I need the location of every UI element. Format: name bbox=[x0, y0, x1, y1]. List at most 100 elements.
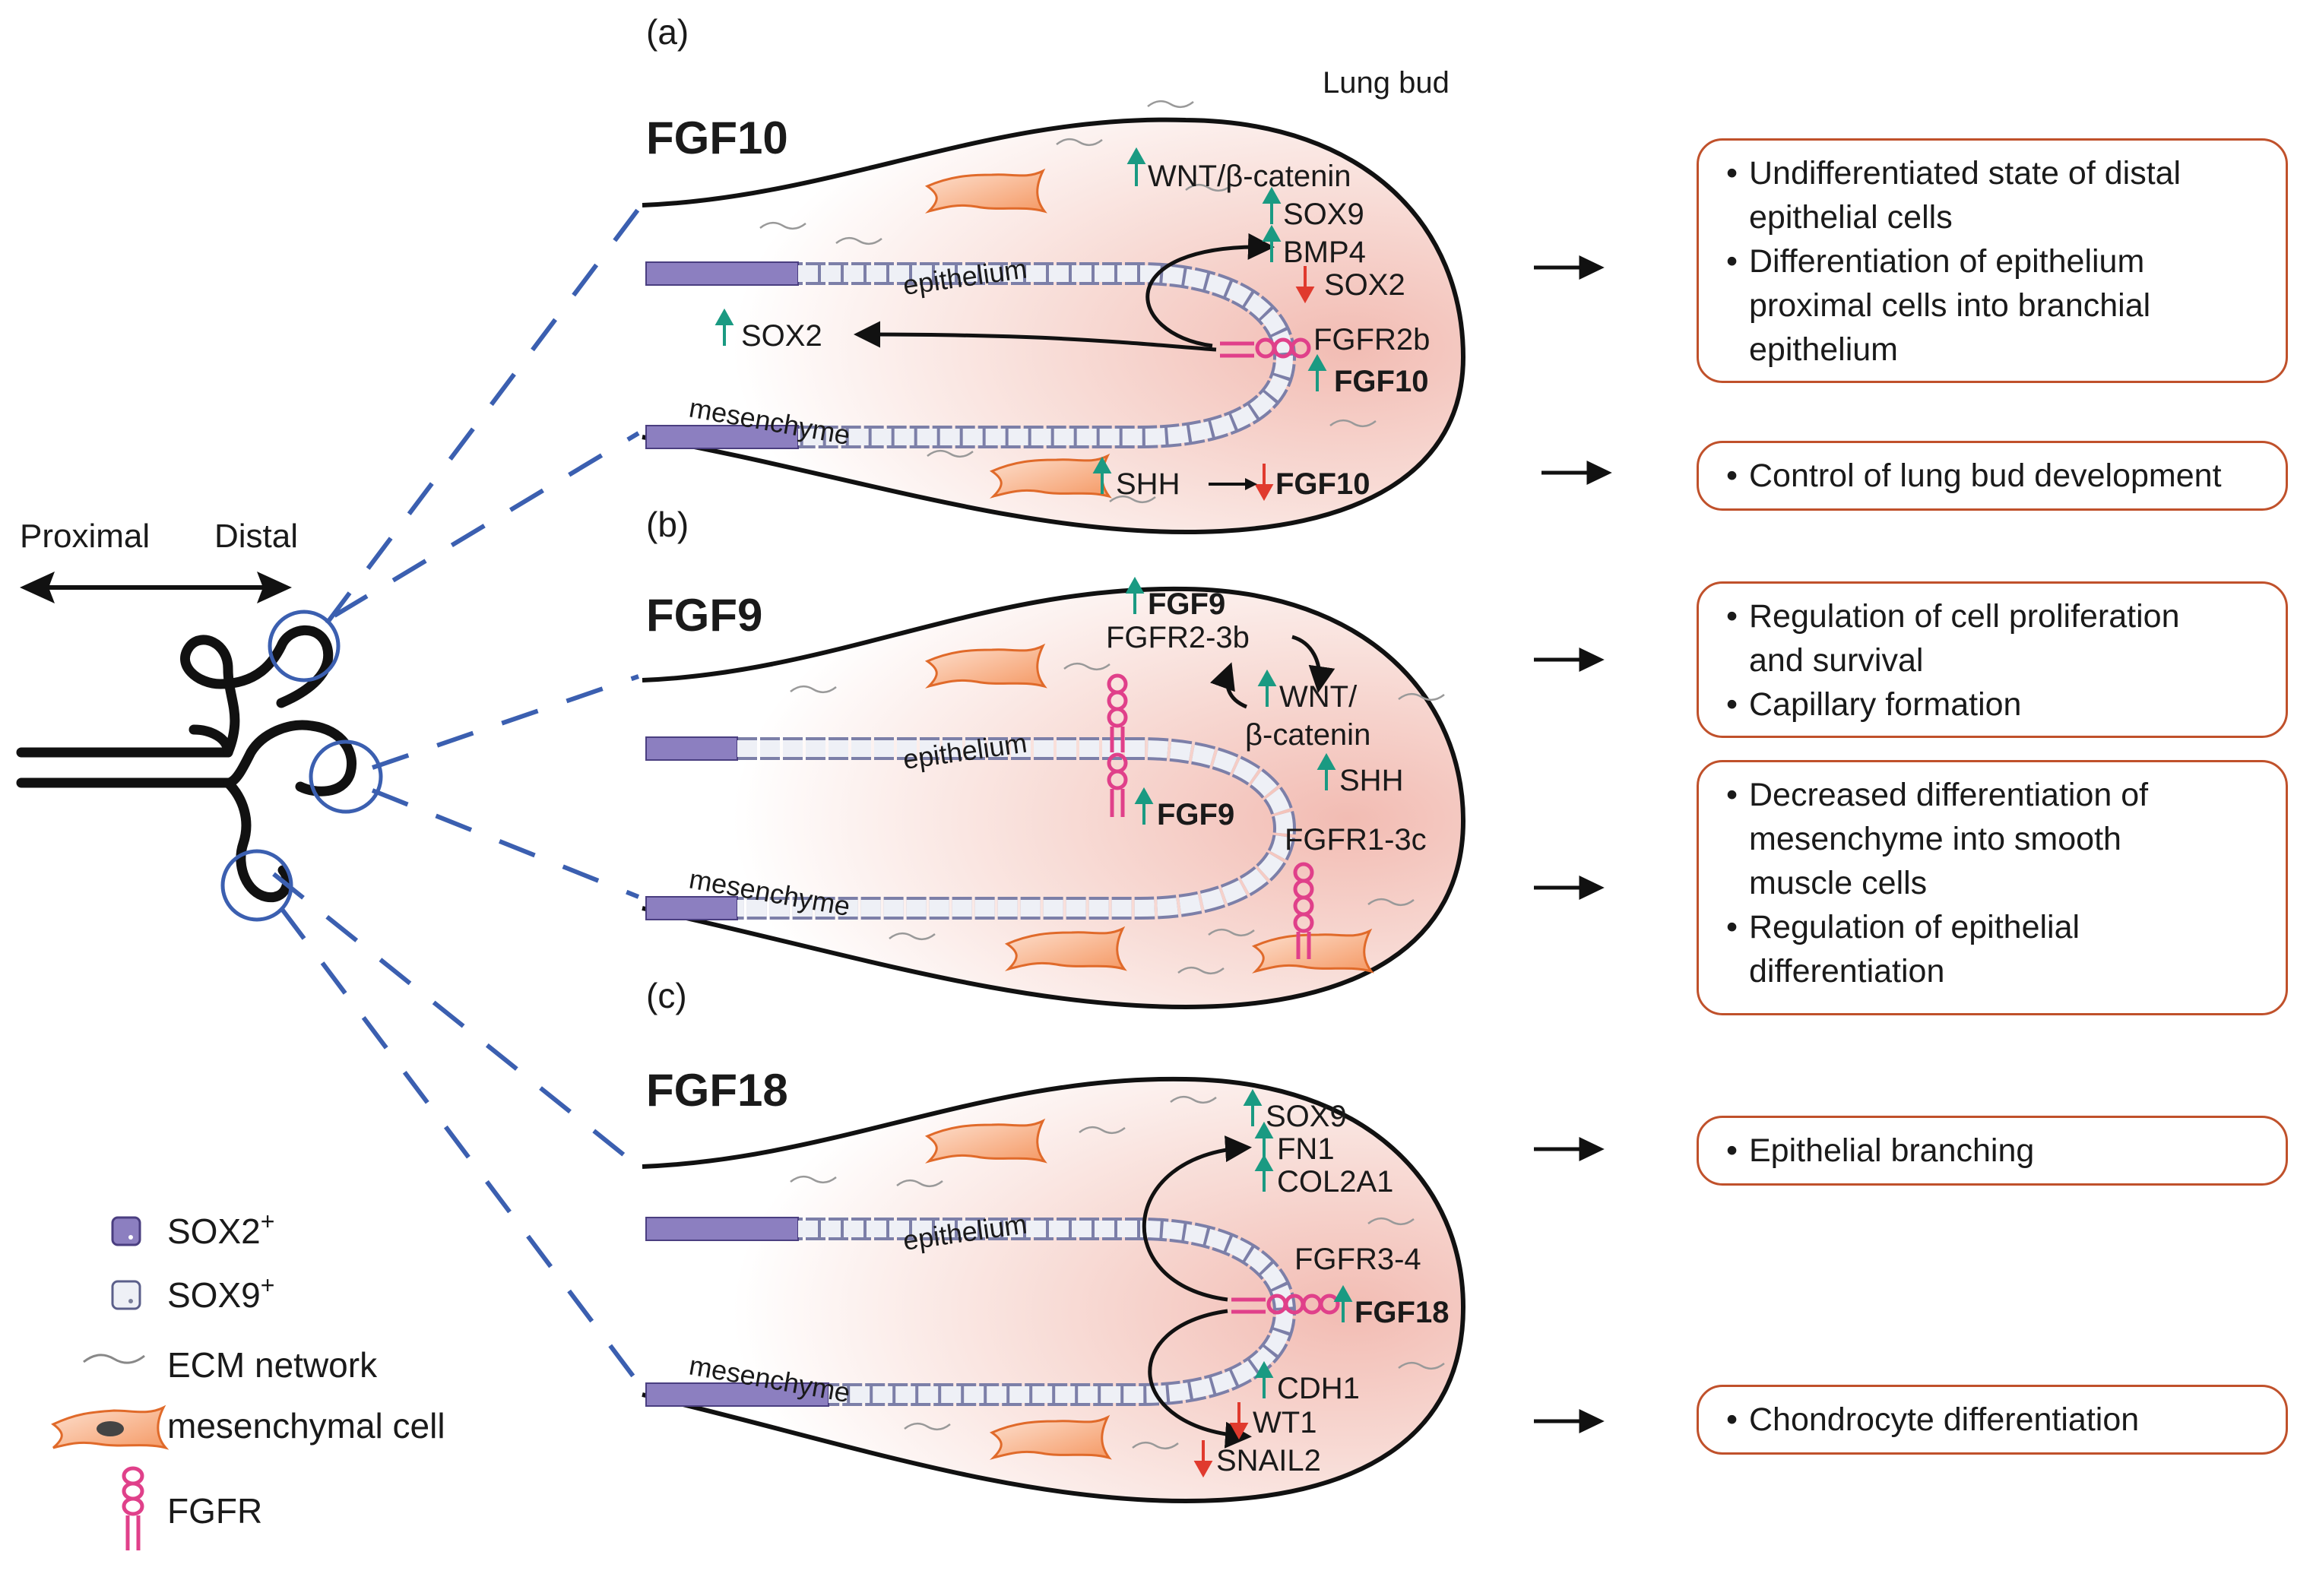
outcome-box-c2: Chondrocyte differentiation bbox=[1697, 1385, 2288, 1455]
svg-text:SOX2+: SOX2+ bbox=[167, 1208, 274, 1251]
wt1-label: WT1 bbox=[1253, 1406, 1317, 1439]
outcome-item: Differentiation of epithelium proximal c… bbox=[1720, 239, 2264, 372]
legend-mes-label: mesenchymal cell bbox=[167, 1406, 445, 1446]
panel-c: (c) FGF18 epithelium mesenchyme bbox=[642, 976, 1466, 1504]
fgf18-down-arrow-curve bbox=[1148, 1309, 1252, 1449]
fgf10-down-label: FGF10 bbox=[1275, 467, 1370, 501]
legend-ecm: ECM network bbox=[83, 1345, 378, 1385]
legend-fgfr-label: FGFR bbox=[167, 1491, 262, 1531]
legend-sox9-sup: + bbox=[261, 1271, 275, 1299]
mesenchymal-cell-c2 bbox=[989, 1414, 1112, 1460]
legend-fgfr: FGFR bbox=[122, 1466, 262, 1550]
outcome-item: Chondrocyte differentiation bbox=[1720, 1398, 2264, 1442]
legend-mesenchymal-cell: mesenchymal cell bbox=[51, 1404, 445, 1450]
panel-b: (b) FGF9 epithelium mesenchyme bbox=[642, 505, 1466, 1010]
mesenchymal-cell-a1 bbox=[924, 168, 1047, 214]
up-arrows-a bbox=[714, 147, 1327, 494]
fgf9-wnt-arrow-left bbox=[1209, 662, 1248, 709]
fgf18-up-arrow-curve bbox=[1142, 1135, 1252, 1302]
fgfr3-4-label: FGFR3-4 bbox=[1294, 1243, 1421, 1276]
mesenchymal-cell-b2 bbox=[1004, 926, 1127, 971]
airway-tree bbox=[16, 625, 357, 903]
mesenchymal-cell-b3 bbox=[1251, 928, 1374, 974]
svg-text:SOX9+: SOX9+ bbox=[167, 1271, 274, 1315]
shh-label: SHH bbox=[1116, 467, 1180, 501]
sox9-label: SOX9 bbox=[1283, 198, 1364, 231]
panel-a-letter: (a) bbox=[646, 12, 689, 52]
fgf9-mid-label: FGF9 bbox=[1157, 798, 1234, 831]
outcome-item: Regulation of cell proliferation and sur… bbox=[1720, 594, 2264, 682]
proximal-distal-arrow bbox=[20, 572, 292, 603]
lung-branching-schematic: Proximal Distal bbox=[16, 207, 641, 1385]
down-arrows-a bbox=[1254, 266, 1315, 502]
sox2-feedback-arrow bbox=[854, 321, 1217, 352]
outcome-box-b2: Decreased differentiation of mesenchyme … bbox=[1697, 760, 2288, 1015]
lung-bud-label: Lung bud bbox=[1323, 66, 1450, 100]
panel-a: (a) FGF10 Lung bud epithelium mesenchyme bbox=[642, 12, 1466, 535]
legend-sox9-label: SOX9 bbox=[167, 1275, 261, 1315]
legend-ecm-label: ECM network bbox=[167, 1345, 378, 1385]
panel-c-title: FGF18 bbox=[646, 1065, 788, 1116]
focus-circle-top bbox=[268, 610, 341, 682]
fgfr1-3c-label: FGFR1-3c bbox=[1285, 823, 1427, 857]
legend-sox2: SOX2+ bbox=[111, 1208, 274, 1251]
focus-circle-middle bbox=[309, 739, 383, 814]
wnt-label-b2: β-catenin bbox=[1245, 718, 1370, 752]
outcome-item: Undifferentiated state of distal epithel… bbox=[1720, 151, 2264, 239]
fgfr-icon bbox=[122, 1466, 144, 1550]
legend-sox2-label: SOX2 bbox=[167, 1211, 261, 1251]
outcome-box-a1: Undifferentiated state of distal epithel… bbox=[1697, 138, 2288, 383]
fgfr2b-label: FGFR2b bbox=[1313, 323, 1430, 356]
wnt-label: WNT/β-catenin bbox=[1148, 160, 1351, 193]
mesenchymal-cell-a2 bbox=[989, 453, 1112, 499]
proximal-label: Proximal bbox=[20, 518, 150, 555]
mesenchymal-cell-c1 bbox=[924, 1118, 1047, 1164]
zoom-dashed-lines bbox=[272, 207, 641, 1385]
fgfr2b-receptor bbox=[1220, 337, 1311, 359]
fgfr2-3b-label: FGFR2-3b bbox=[1106, 621, 1250, 654]
outcome-box-c1: Epithelial branching bbox=[1697, 1116, 2288, 1186]
fgf10-up-label: FGF10 bbox=[1334, 365, 1428, 398]
cdh1-label: CDH1 bbox=[1277, 1372, 1360, 1405]
panel-a-title: FGF10 bbox=[646, 112, 788, 163]
distal-label: Distal bbox=[214, 518, 298, 555]
up-arrows-b bbox=[1125, 576, 1336, 825]
outcome-item: Control of lung bud development bbox=[1720, 454, 2264, 498]
outcome-item: Regulation of epithelial differentiation bbox=[1720, 905, 2264, 993]
legend-sox2-sup: + bbox=[261, 1208, 275, 1235]
sox9-label-c: SOX9 bbox=[1266, 1100, 1347, 1133]
shh-to-fgf10-arrow bbox=[1209, 478, 1257, 490]
up-arrows-c bbox=[1243, 1088, 1353, 1398]
shh-label-b: SHH bbox=[1339, 764, 1403, 797]
outcome-item: Epithelial branching bbox=[1720, 1129, 2264, 1173]
panel-b-letter: (b) bbox=[646, 505, 689, 544]
fgfr2-3b-receptor bbox=[1107, 673, 1128, 817]
outcome-item: Capillary formation bbox=[1720, 682, 2264, 727]
outcome-item: Decreased differentiation of mesenchyme … bbox=[1720, 773, 2264, 905]
ecm-fibers-b bbox=[790, 662, 1445, 975]
fgfr1-3c-receptor bbox=[1293, 862, 1314, 959]
panel-c-letter: (c) bbox=[646, 976, 687, 1015]
legend: SOX2+ SOX9+ ECM network mesenchymal cell… bbox=[51, 1208, 445, 1550]
bmp4-label: BMP4 bbox=[1283, 236, 1366, 269]
fn1-label: FN1 bbox=[1277, 1132, 1335, 1166]
sox2-down-label: SOX2 bbox=[1324, 268, 1405, 302]
outcome-box-b1: Regulation of cell proliferation and sur… bbox=[1697, 581, 2288, 738]
down-arrows-c bbox=[1193, 1402, 1249, 1478]
panel-b-title: FGF9 bbox=[646, 590, 762, 641]
snail2-label: SNAIL2 bbox=[1216, 1444, 1321, 1477]
fgf18-label: FGF18 bbox=[1355, 1296, 1449, 1329]
fgf9-top-label: FGF9 bbox=[1148, 587, 1225, 621]
mesenchymal-cell-b1 bbox=[924, 643, 1047, 689]
fgf9-wnt-arrow-right bbox=[1291, 635, 1336, 693]
ecm-fibers-a bbox=[759, 100, 1377, 504]
bmp4-feedback-arrow bbox=[1145, 233, 1275, 348]
sox2-up-label: SOX2 bbox=[741, 319, 822, 353]
fgfr3-4-receptor bbox=[1231, 1294, 1340, 1315]
col2a1-label: COL2A1 bbox=[1277, 1165, 1393, 1199]
ecm-fibers-c bbox=[790, 1095, 1445, 1450]
wnt-label-b1: WNT/ bbox=[1279, 680, 1358, 714]
legend-sox9: SOX9+ bbox=[111, 1271, 274, 1315]
outcome-box-a2: Control of lung bud development bbox=[1697, 441, 2288, 511]
